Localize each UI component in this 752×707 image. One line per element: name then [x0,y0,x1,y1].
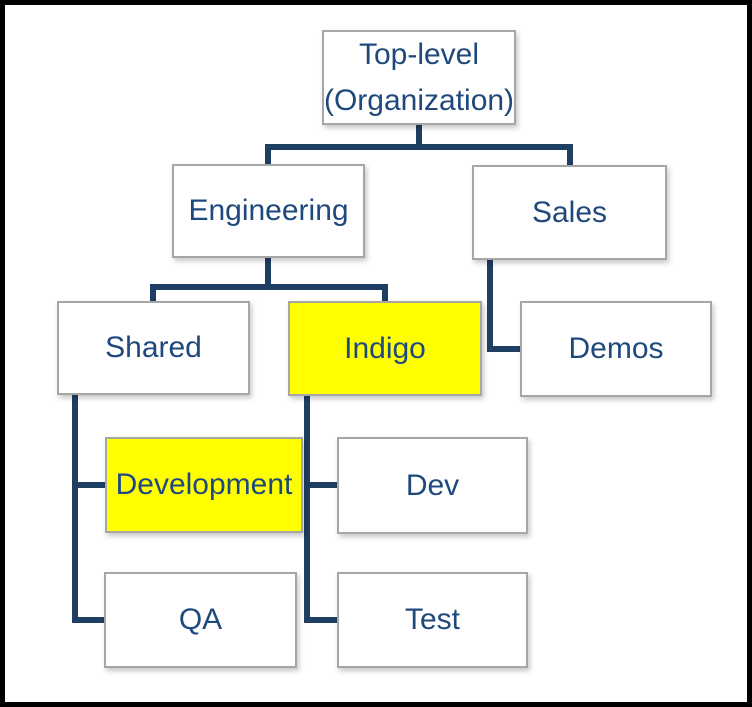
node-dev-label: Dev [405,468,460,502]
node-dev: Dev [337,437,528,534]
connector-top-stem [416,125,422,150]
node-top-level: Top-level (Organization) [322,30,516,125]
connector-to-sales [567,144,573,171]
connector-engineering-stem [265,253,271,290]
node-top-level-label-line1: Top-level [358,37,480,71]
node-engineering-label: Engineering [188,194,349,227]
node-demos-label: Demos [568,332,664,365]
node-top-level-label-line2: (Organization) [323,83,515,117]
node-shared: Shared [57,301,250,395]
connector-to-development [72,482,110,488]
node-indigo-label: Indigo [344,331,426,365]
connector-to-shared [150,284,156,309]
connector-indigo-drop [304,390,310,623]
connector-sales-drop [487,256,493,352]
node-qa: QA [104,572,297,668]
connector-to-demos [487,346,525,352]
connector-to-dev [304,482,342,488]
node-development: Development [105,437,303,533]
node-test-label: Test [404,603,461,636]
connector-to-test [304,617,342,623]
connector-shared-drop [72,390,78,623]
node-sales-label: Sales [531,195,608,229]
node-indigo: Indigo [288,301,482,396]
node-development-label: Development [115,468,293,501]
node-demos: Demos [520,301,712,397]
node-qa-label: QA [178,603,223,636]
connector-top-crossbar [265,144,573,150]
node-shared-label: Shared [105,331,202,364]
connector-to-engineering [265,144,271,170]
connector-to-qa [72,617,109,623]
connector-to-indigo [382,284,388,309]
node-sales: Sales [472,165,667,260]
node-test: Test [337,572,528,668]
node-engineering: Engineering [172,164,365,258]
connector-engineering-crossbar [150,284,388,290]
